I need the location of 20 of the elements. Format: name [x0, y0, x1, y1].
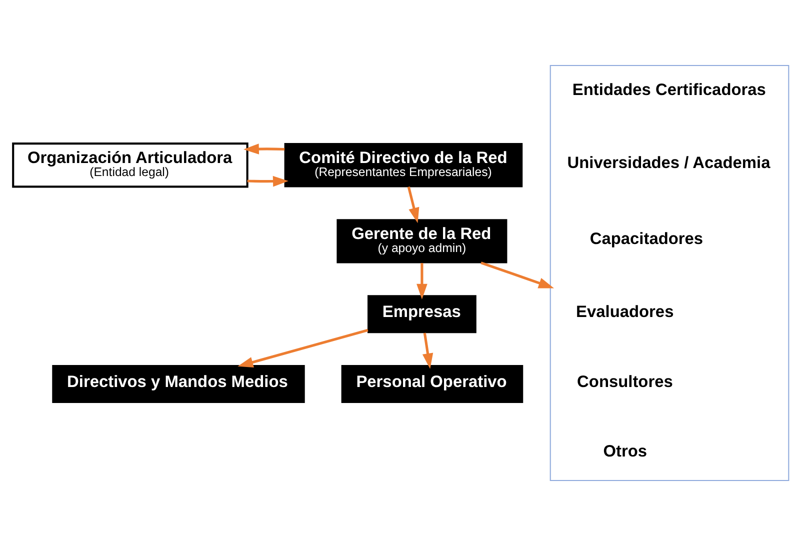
node-text: Evaluadores	[576, 302, 674, 320]
node-text: Otros	[602, 442, 647, 460]
arrow	[242, 143, 284, 154]
node-box: Gerente de la Red (y apoyo admin)	[336, 218, 507, 263]
node-text: Consultores	[576, 372, 672, 390]
node-box: Personal Operativo	[340, 364, 523, 402]
arrow	[480, 261, 554, 288]
node-text: Entidades Certificadoras	[572, 80, 766, 99]
arrow	[237, 328, 368, 367]
cluster	[549, 64, 789, 481]
node-box: Directivos y Mandos Medios	[52, 364, 304, 402]
arrow	[246, 175, 288, 186]
node-box: Empresas	[367, 294, 476, 333]
node-box: Comité Directivo de la Red (Representantes Empresariales)	[284, 142, 522, 187]
arrow	[422, 332, 433, 368]
node-text: Universidades / Academia	[566, 154, 770, 172]
node-box: Organización Articuladora (Entidad legal)	[12, 142, 248, 188]
arrow	[416, 262, 427, 299]
arrow	[406, 186, 419, 223]
node-text: Capacitadores	[589, 230, 703, 248]
